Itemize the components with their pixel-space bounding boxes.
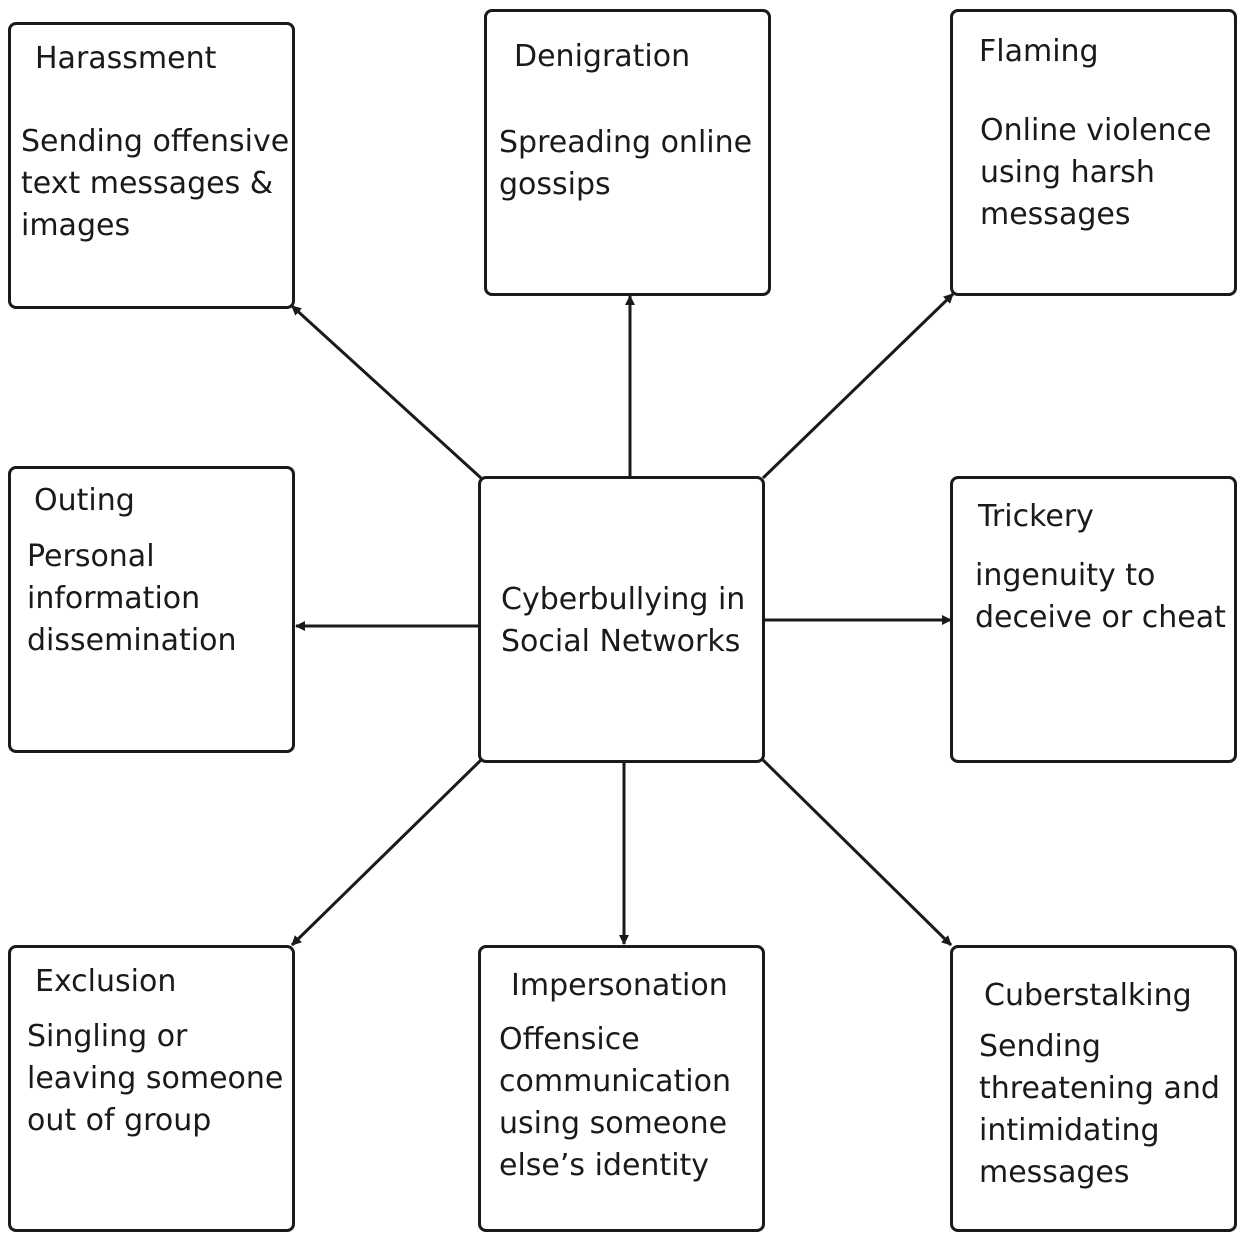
node-impersonation: Impersonation Offensice communication us… bbox=[478, 945, 765, 1232]
node-title: Exclusion bbox=[35, 964, 177, 999]
node-harassment: Harassment Sending offensive text messag… bbox=[8, 22, 295, 309]
node-outing: Outing Personal information disseminatio… bbox=[8, 466, 295, 753]
node-description: Personal information dissemination bbox=[27, 539, 237, 658]
node-title: Trickery bbox=[978, 499, 1094, 534]
node-flaming: Flaming Online violence using harsh mess… bbox=[950, 9, 1237, 296]
node-title: Harassment bbox=[35, 41, 217, 76]
node-description: Sending offensive text messages & images bbox=[21, 124, 290, 243]
node-title: Cuberstalking bbox=[984, 978, 1192, 1013]
node-title: Flaming bbox=[979, 34, 1099, 69]
node-title: Outing bbox=[34, 483, 135, 518]
node-description: Offensice communication using someone el… bbox=[499, 1022, 732, 1183]
node-title: Denigration bbox=[514, 39, 691, 74]
center-node: Cyberbullying in Social Networks bbox=[478, 476, 765, 763]
node-description: ingenuity to deceive or cheat bbox=[975, 558, 1226, 635]
node-description: Singling or leaving someone out of group bbox=[27, 1019, 284, 1138]
node-description: Spreading online gossips bbox=[499, 125, 753, 202]
node-title: Impersonation bbox=[511, 968, 728, 1003]
node-denigration: Denigration Spreading online gossips bbox=[484, 9, 771, 296]
node-exclusion: Exclusion Singling or leaving someone ou… bbox=[8, 945, 295, 1232]
arrow-to-harassment bbox=[290, 304, 483, 480]
node-description: Sending threatening and intimidating mes… bbox=[979, 1029, 1220, 1190]
center-label: Cyberbullying in Social Networks bbox=[501, 582, 746, 659]
arrow-to-cyberstalking bbox=[761, 758, 953, 947]
arrow-to-exclusion bbox=[290, 758, 483, 947]
node-trickery: Trickery ingenuity to deceive or cheat bbox=[950, 476, 1237, 763]
arrow-to-flaming bbox=[761, 292, 955, 480]
node-description: Online violence using harsh messages bbox=[980, 113, 1212, 232]
node-cyberstalking: Cuberstalking Sending threatening and in… bbox=[950, 945, 1237, 1232]
